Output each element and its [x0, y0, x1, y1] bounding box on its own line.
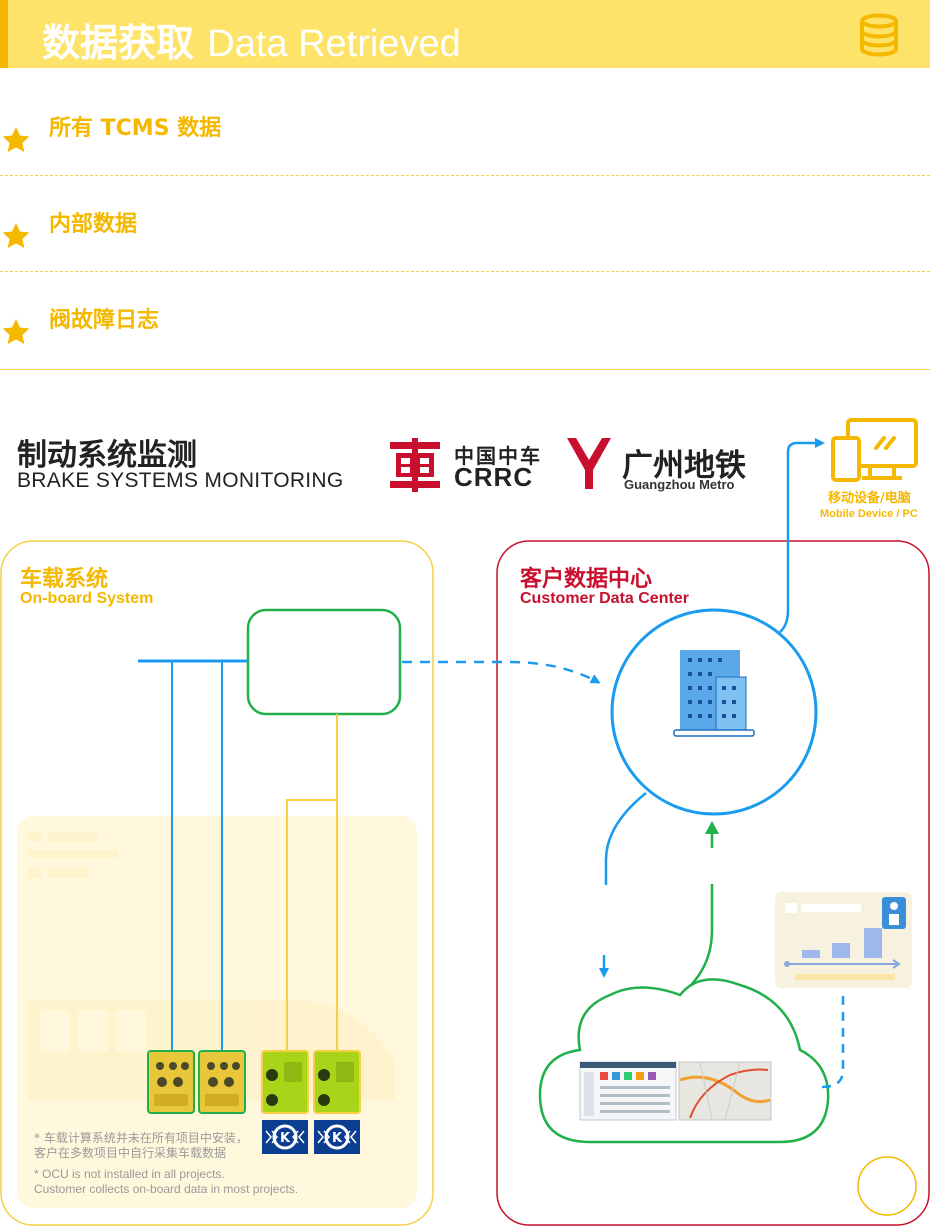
section-title: 数据获取 Data Retrieved — [42, 12, 461, 67]
valve-device — [198, 1050, 246, 1114]
cloud-to-analytics-line — [821, 996, 845, 1089]
star-icon — [2, 126, 30, 153]
section-title-cn: 数据获取 — [42, 21, 195, 65]
crrc-name-cn: 中国中车 — [454, 444, 542, 468]
cloud-to-datacenter-line — [679, 884, 714, 996]
datacenter-to-mobile-line — [779, 438, 825, 633]
valve-device — [147, 1050, 195, 1114]
mobile-pc-icon — [831, 418, 918, 482]
ocu-note-cn-line1: * 车载计算系统并未在所有项目中安装， — [34, 1131, 248, 1145]
arrow-head-green — [705, 821, 719, 834]
analytics-card — [775, 892, 912, 988]
feature-label: 所有 TCMS 数据 — [49, 116, 222, 141]
datacenter-title-cn: 客户数据中心 — [520, 567, 653, 592]
svg-text:K: K — [280, 1131, 291, 1146]
ocu-note-en-line2: Customer collects on-board data in most … — [34, 1182, 299, 1196]
building-icon — [673, 650, 755, 737]
guangzhou-metro-name-cn: 广州地铁 — [622, 448, 746, 484]
star-icon — [2, 318, 30, 345]
knorr-logo-icon: K — [314, 1120, 360, 1154]
section-header: 数据获取 Data Retrieved — [0, 0, 930, 68]
ocu-note-en-line1: * OCU is not installed in all projects. — [34, 1167, 225, 1181]
ocu-box — [246, 608, 402, 716]
onboard-title-en: On-board System — [20, 590, 154, 607]
database-icon — [860, 13, 898, 57]
ocu-note-en: * OCU is not installed in all projects. … — [34, 1167, 298, 1197]
feature-item: 阀故障日志 — [0, 272, 930, 368]
brand-title-en: BRAKE SYSTEMS MONITORING — [17, 469, 344, 492]
feature-item: 所有 TCMS 数据 — [0, 80, 930, 176]
star-icon — [2, 222, 30, 249]
brand-title-cn: 制动系统监测 — [17, 438, 197, 473]
divider — [0, 369, 930, 370]
datacenter-title-en: Customer Data Center — [520, 590, 689, 607]
mobile-label-en: Mobile Device / PC — [820, 508, 918, 520]
header-accent-bar — [0, 0, 8, 68]
guangzhou-metro-name-en: Guangzhou Metro — [624, 477, 735, 492]
onboard-panel — [0, 540, 434, 1226]
wire-yellow — [286, 799, 337, 1050]
ocu-note-cn-line2: 客户在多数项目中自行采集车载数据 — [34, 1146, 227, 1160]
divider — [0, 271, 930, 272]
knorr-logo-icon: K — [262, 1120, 308, 1154]
datacenter-panel — [496, 540, 930, 1226]
sensor-device — [261, 1050, 309, 1114]
feature-label: 内部数据 — [49, 212, 138, 237]
decorative-circle — [857, 1156, 917, 1216]
ocu-note-cn: * 车载计算系统并未在所有项目中安装， 客户在多数项目中自行采集车载数据 — [34, 1131, 248, 1161]
crrc-name-en: CRRC — [454, 462, 534, 492]
guangzhou-metro-logo-icon — [567, 438, 611, 489]
ocu-to-datacenter-arrow — [402, 660, 601, 684]
svg-text:K: K — [332, 1131, 343, 1146]
datacenter-to-cloud-line — [604, 792, 647, 885]
mobile-label-cn: 移动设备/电脑 — [828, 491, 911, 506]
feature-item: 内部数据 — [0, 176, 930, 272]
section-title-en: Data Retrieved — [207, 23, 461, 65]
sensor-device — [313, 1050, 361, 1114]
map-screenshot — [678, 1061, 772, 1121]
dashboard-screenshot — [579, 1061, 677, 1121]
crrc-logo-icon — [390, 438, 440, 492]
feature-label: 阀故障日志 — [49, 308, 160, 333]
onboard-title-cn: 车载系统 — [20, 567, 109, 592]
divider — [0, 175, 930, 176]
